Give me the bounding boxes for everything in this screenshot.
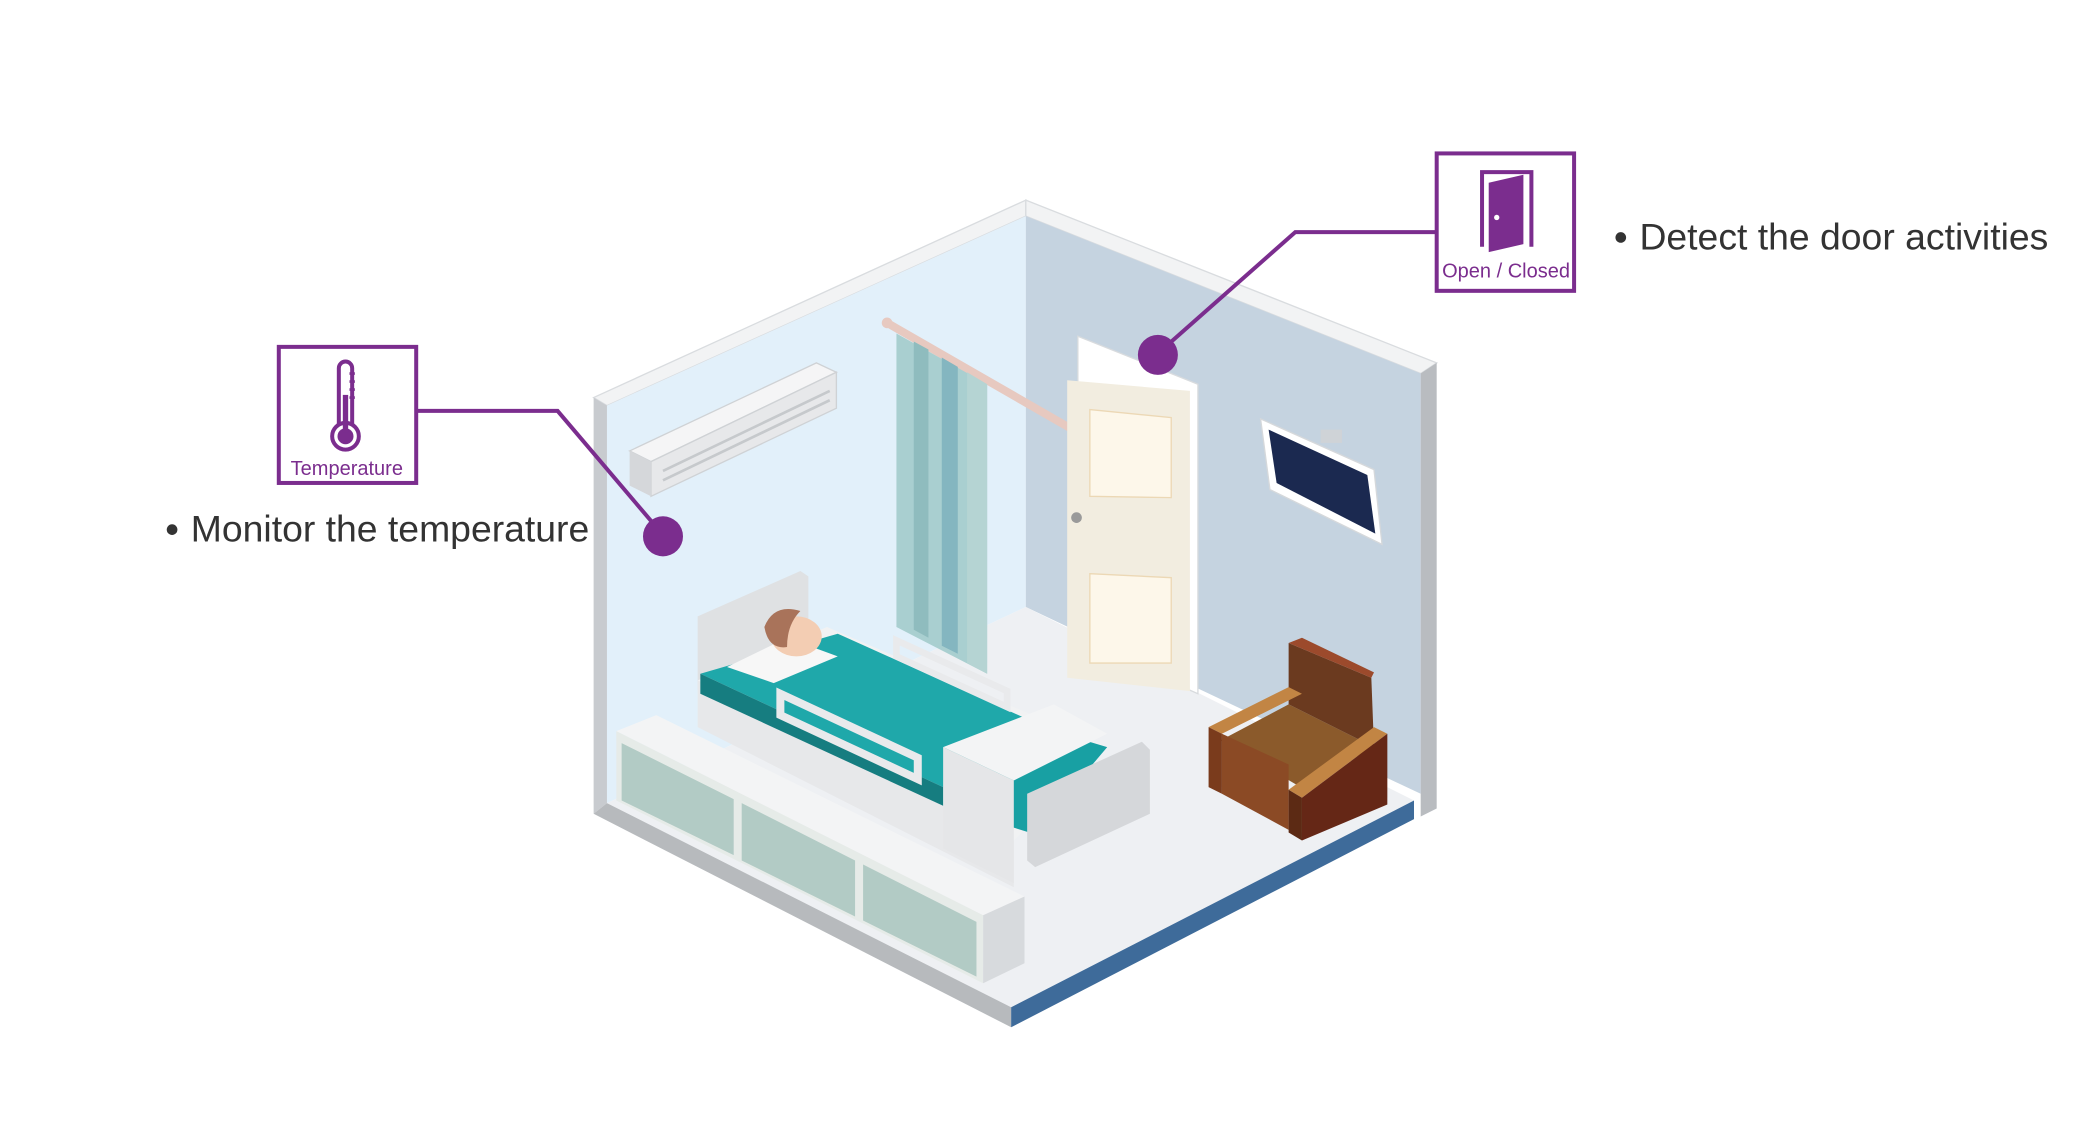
armchair (1208, 637, 1388, 841)
temperature-sensor-box: Temperature (276, 344, 419, 485)
temperature-sensor-label: Temperature (291, 458, 403, 480)
door-sensor-box: Open / Closed (1434, 151, 1577, 293)
air-conditioner (628, 362, 838, 498)
door-sensor-dot (1137, 334, 1178, 375)
temperature-description: Monitor the temperature (166, 508, 590, 550)
right-wall-edge (1420, 362, 1437, 817)
door-open-icon (1480, 170, 1534, 253)
door-sensor-label: Open / Closed (1442, 260, 1570, 282)
thermometer-icon (330, 359, 361, 452)
floor-slab-left (593, 803, 1012, 1028)
temperature-callout-line (417, 408, 665, 537)
door (1067, 335, 1199, 695)
floor-slab-right (1011, 800, 1415, 1028)
door-description-text: Detect the door activities (1639, 215, 2048, 257)
bullet-dot (166, 524, 178, 535)
bedside-cabinet (616, 715, 1025, 984)
door-callout-line (1156, 230, 1439, 356)
door-description: Detect the door activities (1615, 215, 2048, 257)
hospital-bed (697, 571, 1150, 888)
callout-lines (417, 230, 1439, 557)
privacy-curtain (881, 317, 1114, 674)
left-wall-edge (593, 397, 607, 814)
temperature-description-text: Monitor the temperature (191, 508, 590, 550)
temperature-sensor-dot (642, 516, 683, 557)
bullet-dot (1615, 232, 1627, 243)
television (1259, 417, 1383, 546)
